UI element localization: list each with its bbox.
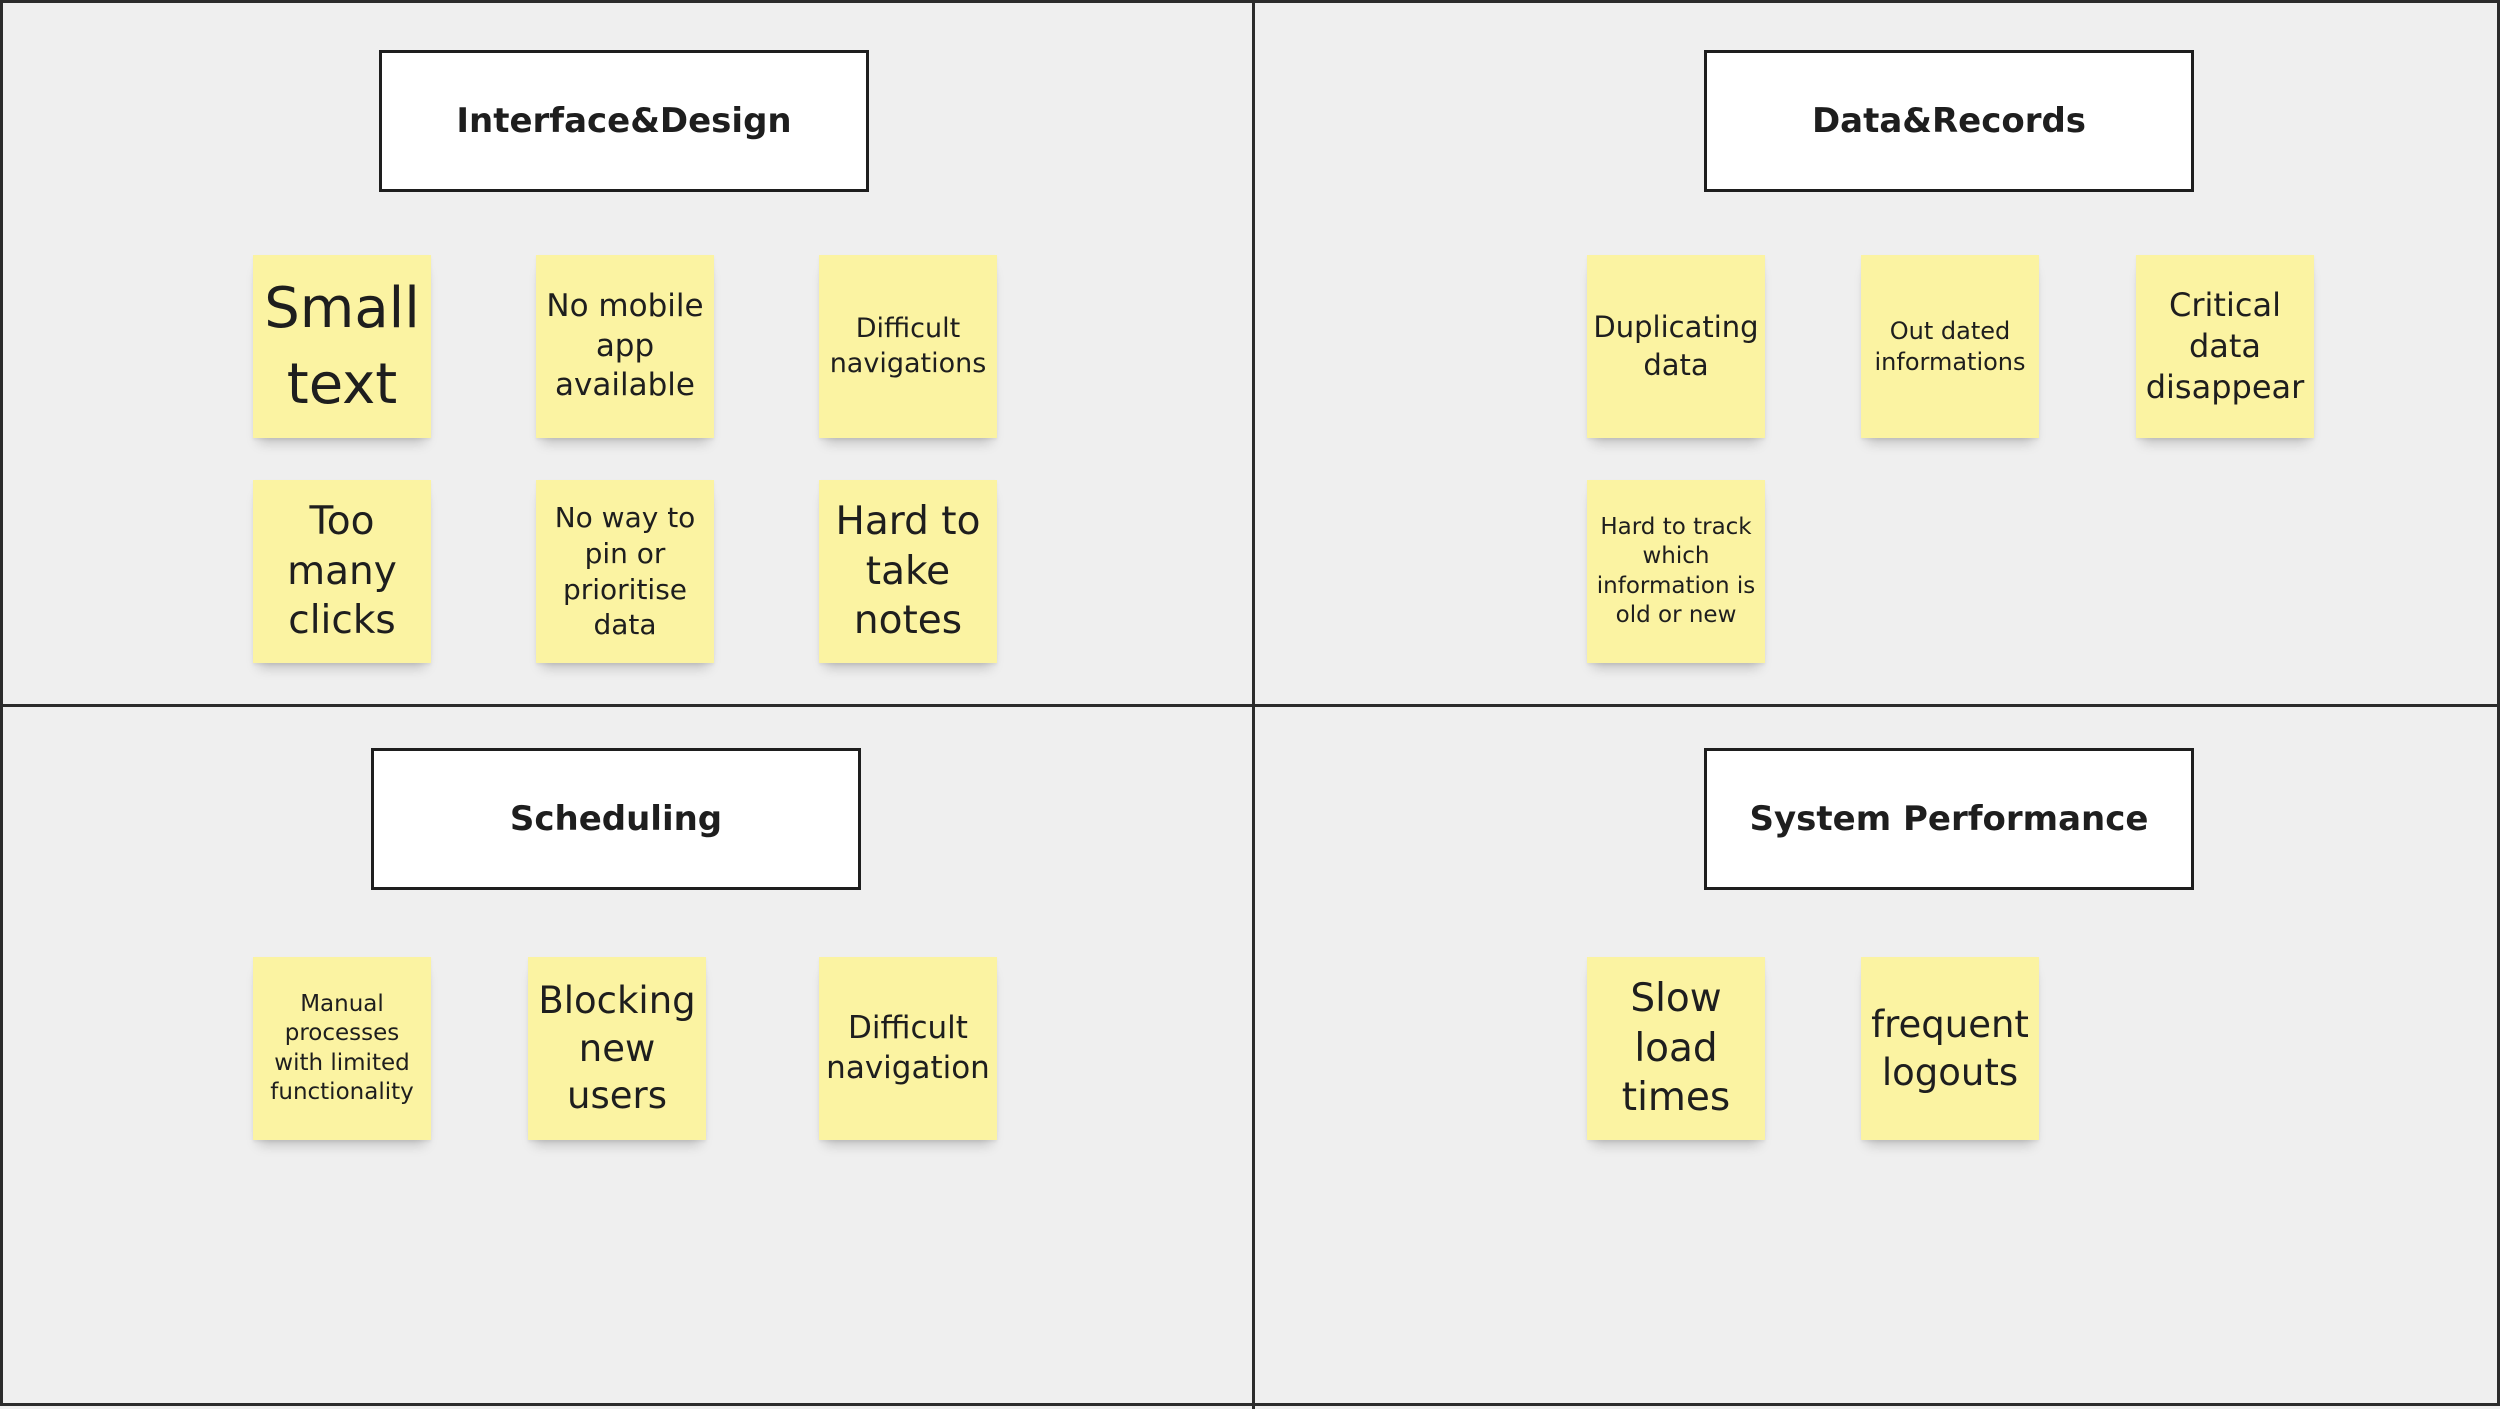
sticky-note-difficult-navigations[interactable]: Difficult navigations (819, 255, 997, 438)
sticky-note-critical-data-disappear[interactable]: Critical data disappear (2136, 255, 2314, 438)
sticky-note-manual-processes[interactable]: Manual processes with limited functional… (253, 957, 431, 1140)
horizontal-divider (3, 704, 2500, 707)
sticky-note-hard-to-take-notes[interactable]: Hard to take notes (819, 480, 997, 663)
sticky-note-slow-load-times[interactable]: Slow load times (1587, 957, 1765, 1140)
sticky-note-difficult-navigation[interactable]: Difficult navigation (819, 957, 997, 1140)
sticky-note-blocking-new-users[interactable]: Blocking new users (528, 957, 706, 1140)
sticky-note-duplicating-data[interactable]: Duplicating data (1587, 255, 1765, 438)
interface-design-title[interactable]: Interface&Design (379, 50, 869, 192)
data-records-title[interactable]: Data&Records (1704, 50, 2194, 192)
sticky-note-too-many-clicks[interactable]: Too many clicks (253, 480, 431, 663)
sticky-note-no-mobile-app[interactable]: No mobile app available (536, 255, 714, 438)
sticky-note-small-text[interactable]: Small text (253, 255, 431, 438)
sticky-note-hard-to-track[interactable]: Hard to track which information is old o… (1587, 480, 1765, 663)
sticky-note-frequent-logouts[interactable]: frequent logouts (1861, 957, 2039, 1140)
sticky-note-out-dated-informations[interactable]: Out dated informations (1861, 255, 2039, 438)
system-performance-title[interactable]: System Performance (1704, 748, 2194, 890)
scheduling-title[interactable]: Scheduling (371, 748, 861, 890)
sticky-note-no-way-to-pin[interactable]: No way to pin or prioritise data (536, 480, 714, 663)
